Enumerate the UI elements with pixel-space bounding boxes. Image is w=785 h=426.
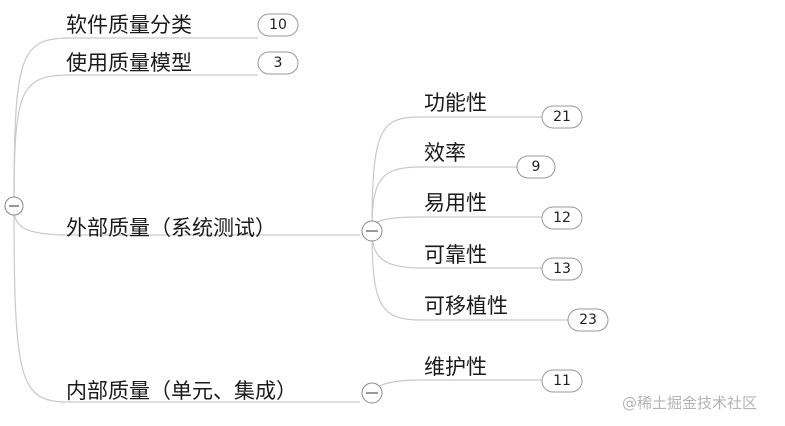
subtopic-usability[interactable]: 易用性 (424, 191, 487, 215)
topic-usage-quality-model[interactable]: 使用质量模型 (66, 51, 192, 75)
subtopic-efficiency[interactable]: 效率 (424, 141, 466, 165)
external-quality-collapse-button[interactable] (361, 220, 383, 242)
subtopic-reliability-count-badge[interactable]: 13 (541, 257, 583, 281)
connector-maintainability (371, 379, 560, 393)
topic-software-quality-classification[interactable]: 软件质量分类 (66, 13, 192, 37)
topic-1-count: 3 (274, 55, 283, 71)
subtopic-portability-count-badge[interactable]: 23 (567, 308, 609, 332)
connector-to-topic-0 (13, 37, 71, 206)
connector-to-topic-2 (13, 206, 71, 236)
subtopic-functionality-count: 21 (553, 109, 571, 125)
root-connectors (13, 37, 71, 403)
connector-to-topic-3 (13, 206, 71, 403)
subtopic-maintainability-count-badge[interactable]: 11 (541, 369, 583, 393)
topic-0-count: 10 (269, 17, 287, 33)
subtopic-functionality[interactable]: 功能性 (424, 91, 487, 115)
connector-to-topic-1 (13, 74, 71, 206)
topic-1-count-badge[interactable]: 3 (257, 51, 299, 75)
subtopic-functionality-count-badge[interactable]: 21 (541, 105, 583, 129)
subtopic-reliability-count: 13 (553, 261, 571, 277)
subtopic-portability-count: 23 (579, 312, 597, 328)
connector-usability (371, 216, 560, 231)
subtopic-usability-count-badge[interactable]: 12 (541, 206, 583, 230)
subtopic-maintainability-count: 11 (553, 373, 571, 389)
root-collapse-button[interactable] (4, 196, 24, 216)
internal-quality-connectors (371, 379, 560, 393)
topic-underlines (70, 37, 360, 403)
topic-external-quality[interactable]: 外部质量（系统测试） (66, 216, 276, 240)
watermark: @稀土掘金技术社区 (622, 394, 757, 412)
internal-quality-collapse-button[interactable] (361, 382, 383, 404)
subtopic-efficiency-count-badge[interactable]: 9 (516, 155, 556, 179)
connector-functionality (371, 116, 560, 231)
subtopic-reliability[interactable]: 可靠性 (424, 243, 487, 267)
subtopic-efficiency-count: 9 (532, 159, 541, 175)
subtopic-maintainability[interactable]: 维护性 (424, 355, 487, 379)
topic-internal-quality[interactable]: 内部质量（单元、集成） (66, 379, 297, 403)
connector-portability (371, 229, 588, 321)
connector-efficiency (371, 166, 532, 231)
subtopic-portability[interactable]: 可移植性 (424, 294, 508, 318)
subtopic-usability-count: 12 (553, 210, 571, 226)
topic-0-count-badge[interactable]: 10 (257, 13, 299, 37)
